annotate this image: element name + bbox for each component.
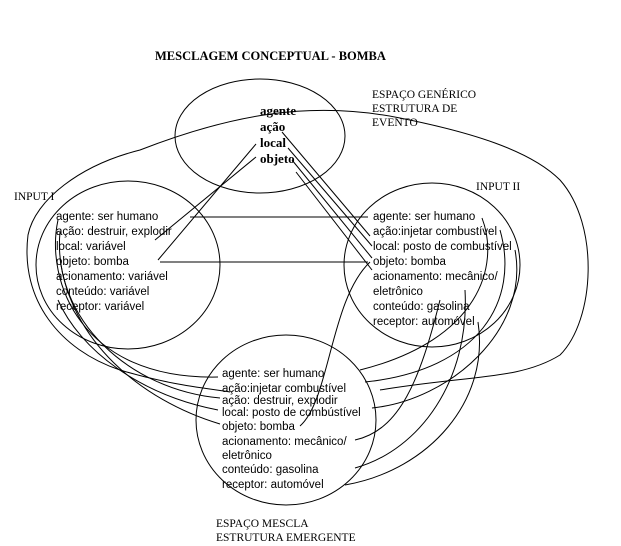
blend-item: ação: destruir, explodir — [222, 395, 338, 407]
generic-item: ação — [260, 119, 285, 134]
blend-item: ação:injetar combustível — [222, 383, 346, 395]
input1-item: agente: ser humano — [56, 211, 158, 223]
input1-item: local: variável — [56, 241, 126, 253]
link-curve — [359, 217, 489, 371]
input1-item: acionamento: variável — [56, 271, 168, 283]
input2-label: INPUT II — [476, 181, 520, 193]
blend-item: local: posto de combústível — [222, 407, 361, 419]
input2-item: ação:injetar combustível — [373, 226, 497, 238]
generic-space-label-line: EVENTO — [372, 117, 418, 129]
diagram-title: MESCLAGEM CONCEPTUAL - BOMBA — [155, 49, 386, 63]
input1-item: ação: destruir, explodir — [56, 226, 172, 238]
generic-item: agente — [260, 103, 296, 118]
generic-item: objeto — [260, 151, 295, 166]
outer-frame-curve — [26, 109, 589, 393]
input2-item: objeto: bomba — [373, 256, 446, 268]
blend-label-line: ESTRUTURA EMERGENTE — [216, 532, 356, 544]
blend-item: acionamento: mecânico/ — [222, 436, 347, 448]
link-curve — [344, 321, 480, 486]
link-curve — [354, 289, 466, 469]
link-curve — [364, 229, 506, 383]
blend-item: agente: ser humano — [222, 368, 324, 380]
blend-item: receptor: automóvel — [222, 479, 324, 491]
input2-item: acionamento: mecânico/ — [373, 271, 498, 283]
input1-item: receptor: variável — [56, 301, 144, 313]
input2-item: local: posto de combustível — [373, 241, 512, 253]
input1-circle — [35, 180, 221, 350]
input2-item: receptor: automóvel — [373, 316, 475, 328]
input2-item: eletrônico — [373, 286, 423, 298]
input2-item: agente: ser humano — [373, 211, 475, 223]
generic-space-label-line: ESTRUTURA DE — [372, 103, 457, 115]
blend-label-line: ESPAÇO MESCLA — [216, 518, 309, 530]
link-line — [281, 131, 371, 237]
link-line — [295, 171, 373, 271]
input2-circle — [343, 182, 521, 348]
input1-item: objeto: bomba — [56, 256, 129, 268]
link-curve — [371, 249, 518, 409]
generic-item: local — [260, 135, 286, 150]
input1-label: INPUT I — [14, 191, 55, 203]
link-curve — [57, 299, 219, 411]
input1-item: conteúdo: variável — [56, 286, 149, 298]
blend-item: eletrônico — [222, 450, 272, 462]
input2-item: conteúdo: gasolina — [373, 301, 470, 313]
blend-circle — [195, 334, 377, 506]
blend-item: objeto: bomba — [222, 421, 295, 433]
link-curve — [299, 261, 371, 427]
link-line — [287, 147, 373, 247]
blend-item: conteúdo: gasolina — [222, 464, 319, 476]
link-line — [291, 159, 373, 259]
link-line — [154, 156, 257, 241]
generic-space-circle — [174, 78, 346, 194]
generic-space-label-line: ESPAÇO GENÉRICO — [372, 87, 476, 101]
link-curve — [59, 257, 221, 425]
link-curve — [354, 299, 441, 441]
link-line — [157, 143, 257, 261]
